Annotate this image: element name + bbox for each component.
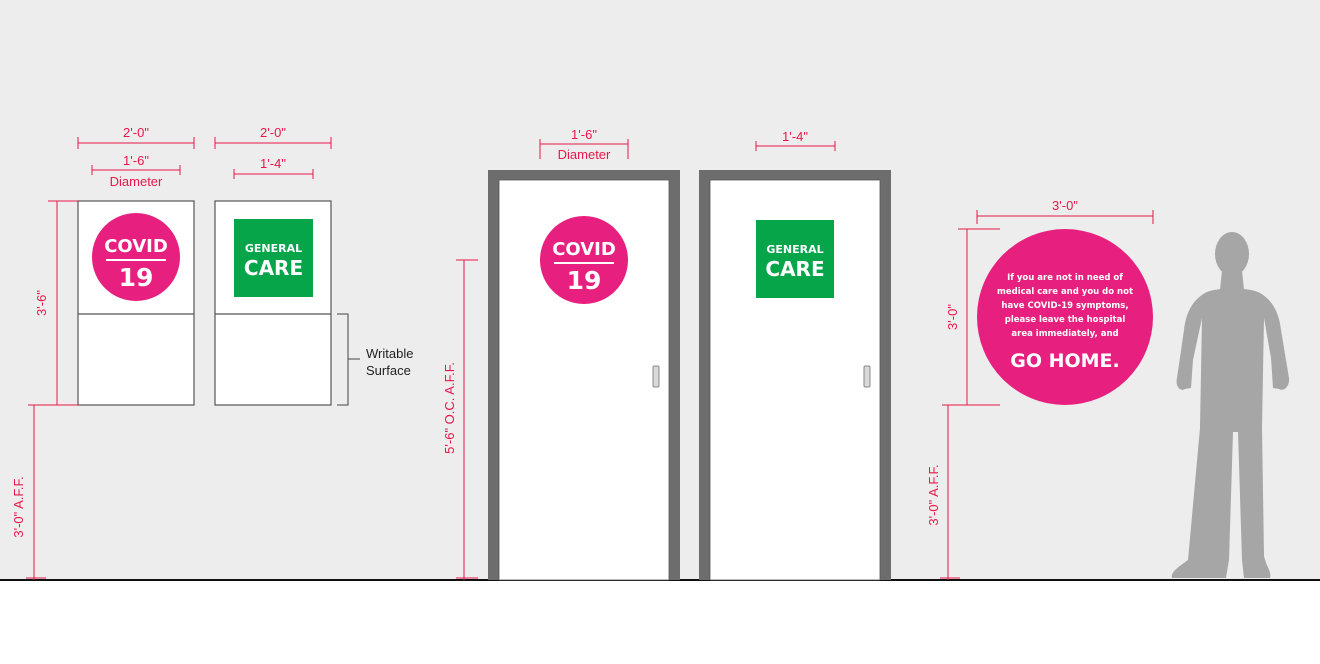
- door1-covid-label-top: COVID: [552, 239, 616, 260]
- large-sign-height-label: 3'-0": [945, 304, 960, 330]
- door2-sign-width-label: 1'-4": [782, 129, 808, 144]
- door2-general-label-top: GENERAL: [766, 243, 823, 256]
- covid-wall-panel: COVID 19: [77, 200, 195, 406]
- go-home-message-sign: If you are not in need of medical care a…: [977, 229, 1153, 405]
- right-sign-width-label: 1'-4": [260, 156, 286, 171]
- silhouette-head: [1215, 232, 1249, 276]
- large-sign-mount-label: 3'-0" A.F.F.: [926, 464, 941, 525]
- message-emphasis: GO HOME.: [1010, 350, 1120, 372]
- door2-dimensions: 1'-4": [755, 129, 836, 151]
- door1-dimensions: 1'-6" Diameter 5'-6" O.C. A.F.F.: [442, 127, 629, 580]
- right-panel-width-label: 2'-0": [260, 125, 286, 140]
- floor-area: [0, 580, 1320, 660]
- door-sign-height-label: 5'-6" O.C. A.F.F.: [442, 362, 457, 454]
- message-sign-dimensions: 3'-0" 3'-0" 3'-0" A.F.F.: [926, 198, 1154, 580]
- general-care-sign-square: [234, 219, 313, 297]
- left-panel-width-label: 2'-0": [123, 125, 149, 140]
- panel-height-label: 3'-6": [34, 290, 49, 316]
- covid-sign-label-bottom: 19: [119, 263, 154, 292]
- silhouette-body: [1171, 288, 1290, 578]
- message-line-5: area immediately, and: [1011, 329, 1118, 339]
- covid-sign-circle: [92, 213, 180, 301]
- human-scale-silhouette: [1171, 232, 1290, 578]
- door2-general-sign-square: [756, 220, 834, 298]
- door1-covid-label-bottom: 19: [567, 266, 602, 295]
- panel-mount-height-label: 3'-0" A.F.F.: [11, 476, 26, 537]
- general-care-door: GENERAL CARE: [699, 170, 891, 581]
- door2-handle: [863, 365, 871, 388]
- general-sign-label-bottom: CARE: [244, 256, 303, 280]
- message-line-3: have COVID-19 symptoms,: [1001, 301, 1128, 311]
- message-sign-circle: [977, 229, 1153, 405]
- general-care-wall-panel: GENERAL CARE: [214, 200, 332, 406]
- left-panel-dimensions: 2'-0" 1'-6" Diameter 3'-6" 3'-0" A.F.F.: [11, 125, 195, 580]
- door-sign-diameter-caption: Diameter: [558, 147, 611, 162]
- door1-covid-sign-circle: [540, 216, 628, 304]
- general-sign-label-top: GENERAL: [245, 242, 302, 255]
- silhouette-neck: [1220, 270, 1244, 290]
- general-panel-dimensions: 2'-0" 1'-4": [214, 125, 332, 179]
- left-sign-diameter-caption: Diameter: [110, 174, 163, 189]
- writable-label-line2: Surface: [366, 363, 411, 378]
- door-sign-diameter-label: 1'-6": [571, 127, 597, 142]
- large-sign-width-label: 3'-0": [1052, 198, 1078, 213]
- covid-sign-label-top: COVID: [104, 236, 168, 257]
- message-line-2: medical care and you do not: [997, 287, 1133, 297]
- left-sign-diameter-label: 1'-6": [123, 153, 149, 168]
- door1-handle: [652, 365, 660, 388]
- message-line-1: If you are not in need of: [1007, 273, 1123, 283]
- door2-general-label-bottom: CARE: [765, 257, 824, 281]
- writable-label-line1: Writable: [366, 346, 413, 361]
- covid-door: COVID 19: [488, 170, 680, 581]
- message-line-4: please leave the hospital: [1005, 315, 1126, 325]
- writable-surface-callout: Writable Surface: [337, 313, 413, 406]
